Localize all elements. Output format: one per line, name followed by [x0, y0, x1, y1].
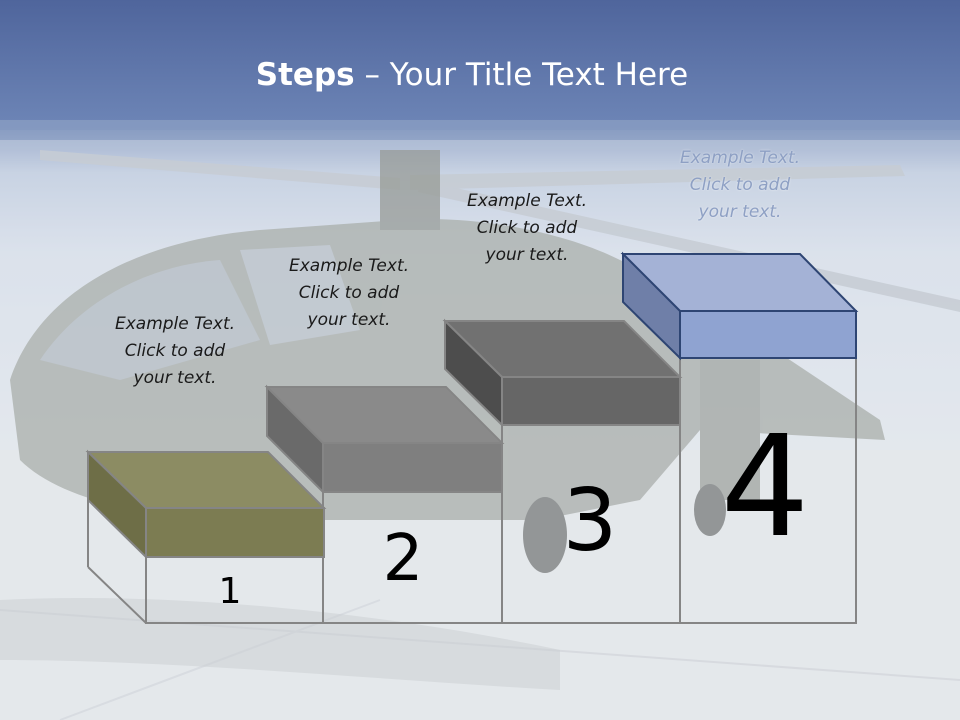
step-4-text-line-2: Click to add — [689, 175, 791, 195]
step-2-text-line-1: Example Text. — [288, 256, 410, 276]
step-4-text-line-3: your text. — [698, 202, 782, 222]
step-1-text-line-1: Example Text. — [114, 314, 236, 334]
step-2-number: 2 — [382, 522, 424, 596]
step-2-text[interactable]: Example Text. Click to add your text. — [249, 253, 449, 334]
step-3-text-line-1: Example Text. — [466, 191, 588, 211]
step-2-block[interactable] — [264, 384, 505, 495]
step-3-text-line-3: your text. — [485, 245, 569, 265]
step-2-text-line-3: your text. — [307, 310, 391, 330]
title-rest: – Your Title Text Here — [354, 57, 689, 93]
title-bold: Steps — [255, 57, 355, 93]
step-1-block[interactable] — [85, 449, 327, 560]
step-3-block[interactable] — [442, 318, 683, 428]
step-2-text-line-2: Click to add — [298, 283, 400, 303]
step-3-number: 3 — [562, 471, 618, 571]
step-3-text-line-2: Click to add — [476, 218, 578, 238]
step-4-block[interactable] — [620, 251, 859, 361]
step-1-number: 1 — [218, 571, 242, 612]
step-4-text-line-1: Example Text. — [679, 148, 801, 168]
step-3-text[interactable]: Example Text. Click to add your text. — [427, 188, 627, 269]
step-1-text-line-3: your text. — [133, 368, 217, 388]
step-4-number: 4 — [720, 406, 810, 569]
step-4-text[interactable]: Example Text. Click to add your text. — [640, 145, 840, 226]
step-1-text-line-2: Click to add — [124, 341, 226, 361]
step-1-text[interactable]: Example Text. Click to add your text. — [75, 311, 275, 392]
slide-title[interactable]: Steps – Your Title Text Here — [0, 52, 944, 98]
